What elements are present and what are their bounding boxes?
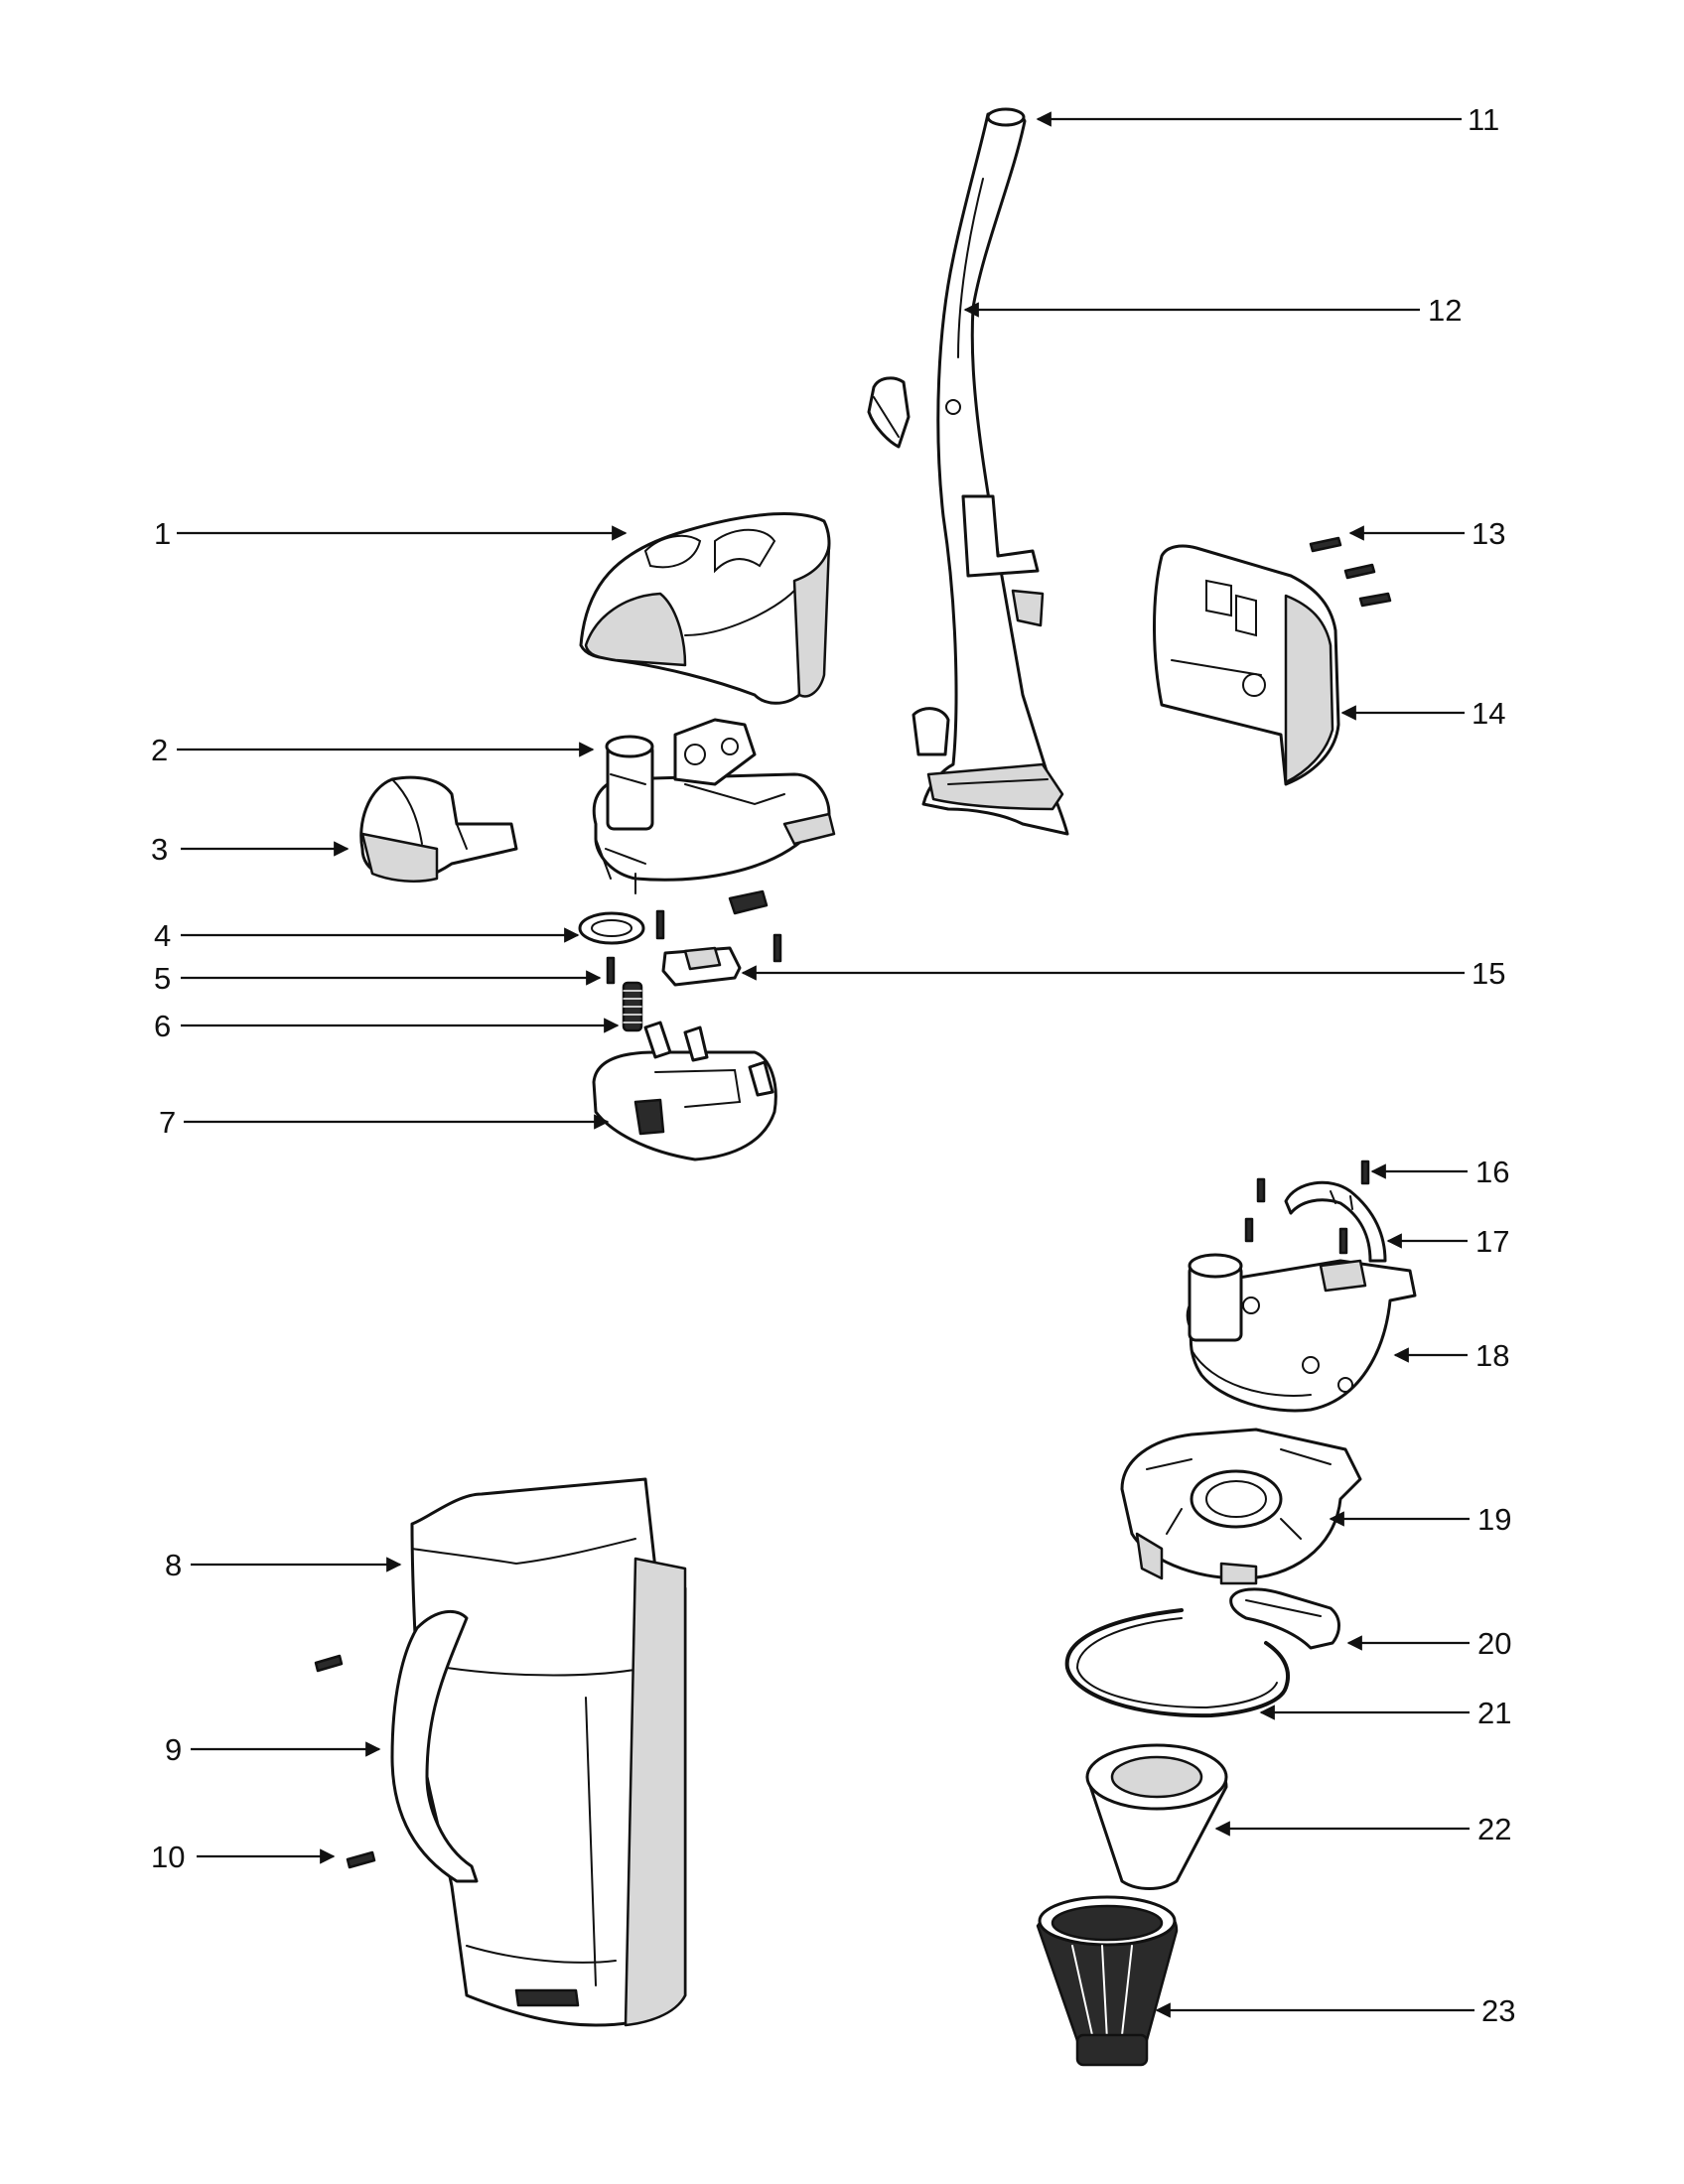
part-15-switch: [661, 946, 742, 987]
callout-6: 6: [154, 1009, 171, 1043]
callout-10: 10: [151, 1840, 185, 1874]
part-4-ring: [578, 911, 645, 945]
callout-3: 3: [151, 832, 168, 867]
callout-leaders: [177, 111, 1474, 2018]
callout-17: 17: [1475, 1224, 1509, 1259]
callout-15: 15: [1472, 956, 1505, 991]
part-8-body-housing: [410, 1477, 687, 2027]
callout-22: 22: [1477, 1812, 1511, 1846]
part-21-seal-ring: [1064, 1608, 1290, 1718]
part-16-screws: [1244, 1160, 1370, 1255]
part-1-top-cover: [579, 512, 831, 705]
callout-19: 19: [1477, 1502, 1511, 1537]
part-7-bottom-plate: [592, 1021, 777, 1161]
callout-11: 11: [1468, 102, 1499, 137]
part-spring-upper: [728, 889, 769, 915]
callout-13: 13: [1472, 516, 1505, 551]
part-12-handle-tube: [867, 107, 1069, 836]
part-6-spring: [622, 981, 643, 1032]
part-20-gasket: [1229, 1587, 1340, 1650]
callout-9: 9: [165, 1732, 182, 1767]
callout-12: 12: [1428, 293, 1462, 328]
callout-16: 16: [1475, 1155, 1509, 1189]
part-9-carry-handle: [314, 1609, 479, 1883]
callout-14: 14: [1472, 696, 1505, 731]
part-18-lid: [1186, 1253, 1417, 1413]
callout-21: 21: [1477, 1696, 1511, 1730]
callout-8: 8: [165, 1548, 182, 1582]
callout-23: 23: [1481, 1993, 1515, 2028]
part-23-filter-basket: [1036, 1895, 1179, 2067]
callout-numbers: 1 2 3 4 5 6 7 8 9 10 11 12 13 14 15 16 1…: [151, 102, 1515, 2028]
part-3-latch-cover: [359, 775, 518, 883]
part-2-base-assembly: [592, 718, 836, 894]
callout-5: 5: [154, 961, 171, 996]
part-19-cyclone-frame: [1120, 1428, 1362, 1585]
small-screws-group: [606, 909, 782, 985]
callout-18: 18: [1475, 1338, 1509, 1373]
part-17-handle-strap: [1284, 1180, 1387, 1263]
callout-20: 20: [1477, 1626, 1511, 1661]
callout-1: 1: [154, 516, 171, 551]
callout-7: 7: [159, 1105, 176, 1140]
part-13-screws: [1309, 536, 1392, 608]
callout-4: 4: [154, 918, 171, 953]
part-14-side-cover: [1153, 544, 1340, 786]
callout-2: 2: [151, 733, 168, 767]
part-22-cone: [1085, 1743, 1228, 1890]
